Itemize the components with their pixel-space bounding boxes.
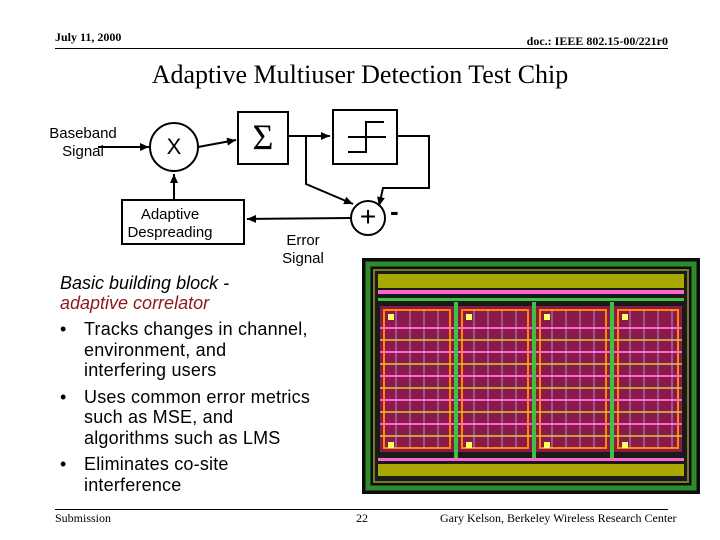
despreading-label: Adaptive Despreading — [122, 206, 218, 242]
multiplier-symbol: X — [166, 134, 182, 159]
minus-symbol: - — [390, 196, 399, 226]
error-label-line-1: Error — [286, 232, 320, 249]
despreading-block — [121, 199, 245, 245]
bullet-text: interference — [84, 474, 182, 495]
mult-to-sum-arrow — [197, 137, 237, 148]
bullet-text: environment, and — [84, 339, 227, 360]
chip-layout-image — [362, 258, 700, 494]
input-label: Baseband Signal — [40, 125, 126, 161]
header-doc-id: doc.: IEEE 802.15-00/221r0 — [526, 34, 668, 48]
bullet-list: • Tracks changes in channel, environment… — [60, 319, 360, 495]
subtitle-line-1: Basic building block - — [60, 273, 230, 293]
bullet-text: Uses common error metrics — [84, 386, 311, 407]
bullet-dot-icon: • — [60, 386, 67, 407]
sum-to-adder-path — [305, 136, 354, 205]
footer-author: Gary Kelson, Berkeley Wireless Research … — [440, 511, 677, 525]
footer-page-number: 22 — [356, 511, 368, 525]
footer-submission: Submission — [55, 511, 112, 525]
slide-title: Adaptive Multiuser Detection Test Chip — [151, 60, 569, 89]
bullet-item: • Tracks changes in channel, environment… — [60, 319, 360, 381]
content-block: Basic building block - adaptive correlat… — [60, 273, 360, 501]
error-label-line-2: Signal — [282, 250, 324, 267]
bullet-item: • Uses common error metrics such as MSE,… — [60, 387, 360, 449]
subtitle-line-2: adaptive correlator — [60, 293, 210, 313]
bullet-dot-icon: • — [60, 319, 67, 339]
bullet-text: such as MSE, and — [84, 407, 234, 427]
chip-column — [614, 306, 682, 452]
block-diagram — [98, 109, 430, 245]
bullet-text: Eliminates co-site — [84, 454, 229, 474]
summation-block — [237, 111, 289, 165]
slicer-output-path — [377, 135, 430, 207]
bullet-text: interfering users — [84, 360, 217, 380]
bullet-text: Tracks changes in channel, — [84, 319, 308, 339]
header-date: July 11, 2000 — [55, 30, 122, 44]
sum-symbol: Σ — [252, 117, 274, 157]
bullet-text: algorithms such as LMS — [84, 427, 281, 448]
header-rule — [55, 48, 668, 49]
chip-column — [536, 306, 610, 452]
footer-rule — [55, 509, 668, 510]
adder-symbol: + — [359, 201, 377, 232]
input-label-line-2: Signal — [62, 143, 104, 160]
bullet-item: • Eliminates co-site interference — [60, 454, 360, 495]
error-feedback-arrow — [246, 214, 352, 223]
despreading-label-line-2: Despreading — [127, 224, 213, 241]
chip-column — [380, 306, 454, 452]
chip-column — [458, 306, 532, 452]
despreading-label-line-1: Adaptive — [140, 206, 200, 223]
bullet-dot-icon: • — [60, 454, 67, 474]
error-signal-label: Error Signal — [270, 232, 336, 268]
input-label-line-1: Baseband — [49, 125, 117, 142]
